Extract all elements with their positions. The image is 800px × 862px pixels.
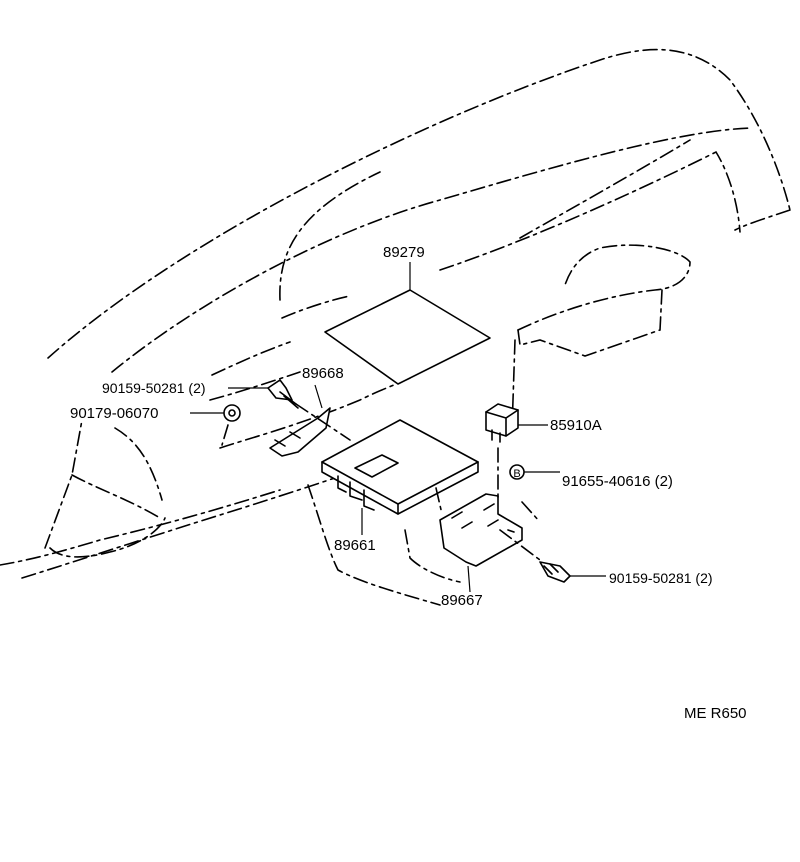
- part-89668-bracket: [269, 384, 331, 457]
- label-90179: 90179-06070: [70, 405, 158, 422]
- label-89667: 89667: [441, 592, 483, 609]
- label-90159-bottom: 90159-50281 (2): [609, 570, 713, 586]
- nut-90179: [190, 404, 241, 422]
- label-89279: 89279: [383, 244, 425, 261]
- label-89661: 89661: [334, 537, 376, 554]
- screw-90159-top: [228, 379, 351, 441]
- label-90159-top: 90159-50281 (2): [102, 380, 206, 396]
- label-89668: 89668: [302, 365, 344, 382]
- dashboard-outline: [0, 48, 791, 606]
- part-89279-pad: [324, 262, 491, 385]
- label-91655: 91655-40616 (2): [562, 473, 673, 490]
- part-85910a-relay: [485, 403, 548, 501]
- part-89667-bracket: [435, 487, 523, 593]
- reference-code: ME R650: [684, 705, 747, 722]
- part-89661-ecu-box: [321, 419, 479, 535]
- label-85910a: 85910A: [550, 417, 602, 434]
- screw-90159-bottom: [499, 529, 606, 583]
- callout-b-letter: B: [513, 468, 520, 480]
- callout-b: B: [509, 464, 560, 523]
